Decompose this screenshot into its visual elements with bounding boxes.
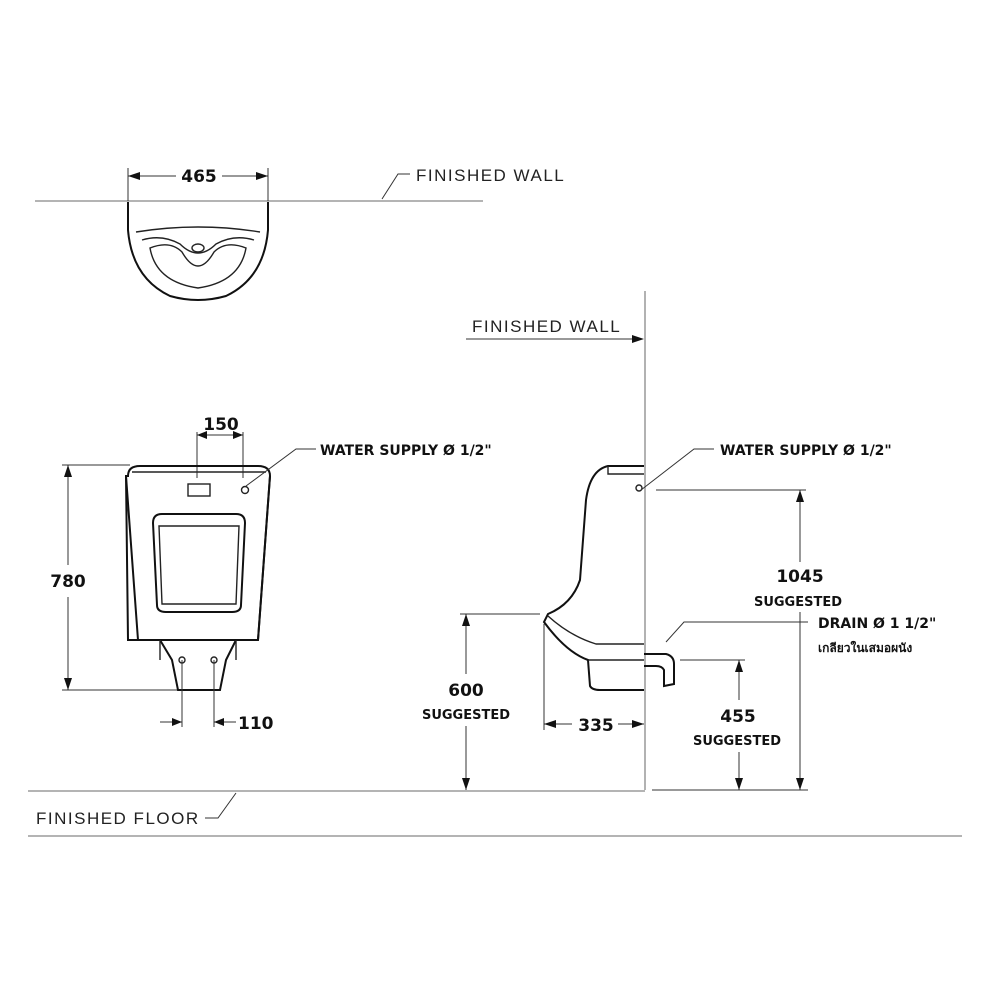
width-arrow-left [128,172,140,180]
inlet-arrow-left [197,431,207,439]
finished-wall-leader-top [381,173,410,200]
drain-height-note: SUGGESTED [693,734,781,749]
drain-leader [665,621,808,643]
drain-arrow-bottom [735,778,743,790]
bowl-window-front [151,513,247,613]
inlet-arrow-right [233,431,243,439]
rim-height-note: SUGGESTED [422,708,510,723]
side-view: FINISHED WALL WATER SUPPLY Ø 1/2" 600 SU… [422,291,936,791]
sensor-window [187,483,211,497]
rim-height-dimension: 600 [448,681,484,701]
urinal-body-front [124,465,272,641]
water-supply-leader-side [640,448,714,491]
drain-height-dimension: 455 [720,707,756,727]
water-supply-label-front: WATER SUPPLY Ø 1/2" [320,443,492,459]
height-arrow-bottom [64,678,72,690]
finished-floor-leader [205,792,237,819]
urinal-inner-side [547,615,644,645]
bowl-outer-top [141,237,255,254]
finished-wall-label-top: FINISHED WALL [416,166,565,185]
bowl-inner-top [149,244,247,289]
finished-wall-label-side: FINISHED WALL [472,317,621,336]
supply-inlet-side [635,484,643,492]
width-arrow-right [256,172,268,180]
supply-height-note: SUGGESTED [754,595,842,610]
bowl-window-inner [158,525,240,605]
spreader-top [191,243,205,253]
width-dimension: 465 [181,167,217,187]
water-supply-label-side: WATER SUPPLY Ø 1/2" [720,443,892,459]
supply-height-dimension: 1045 [776,567,823,587]
outlet-spacing-dimension: 110 [238,714,274,734]
trap-front [159,639,237,691]
height-arrow-top [64,465,72,477]
outlet-arrow-left [172,718,182,726]
supply-arrow-top [796,490,804,502]
projection-arrow-left [544,720,556,728]
water-supply-leader-front [245,448,316,487]
finished-wall-arrow-side [632,335,644,343]
urinal-top-side [607,466,644,475]
rim-arrow-top [462,614,470,626]
front-view: 780 150 110 WATER SUPPLY Ø 1/2 [50,415,491,734]
rim-arrow-bottom [462,778,470,790]
drain-label: DRAIN Ø 1 1/2" [818,616,936,632]
supply-arrow-bottom [796,778,804,790]
top-view: FINISHED WALL 465 [35,166,565,301]
drain-arrow-top [735,660,743,672]
urinal-body-front-clean [125,475,271,641]
inlet-spacing-dimension: 150 [203,415,239,435]
urinal-body-side [542,465,644,691]
outlet-arrow-right [214,718,224,726]
projection-arrow-right [632,720,644,728]
bowl-rim-top [135,226,261,233]
height-dimension: 780 [50,572,86,592]
bowl-outline-top [127,202,269,301]
floor: FINISHED FLOOR [28,790,962,837]
supply-inlet-front [240,485,250,495]
projection-dimension: 335 [578,716,614,736]
outlet-pipe-side [644,653,675,688]
drain-thai-label: เกลียวในเสมอผนัง [818,640,912,655]
finished-floor-label: FINISHED FLOOR [36,809,200,828]
